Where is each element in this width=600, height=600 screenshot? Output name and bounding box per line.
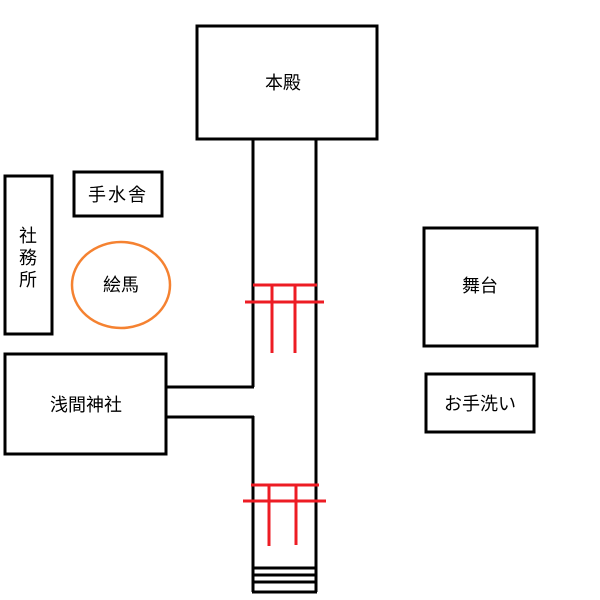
ema-label: 絵馬 (103, 275, 139, 296)
ema-circle (70, 240, 172, 330)
shamusho-label-2: 務 (19, 248, 37, 269)
shamusho-label-1: 社 (19, 226, 37, 247)
approach-path (166, 140, 318, 592)
butai-stage (422, 226, 539, 348)
honden-building (195, 24, 379, 141)
butai-label: 舞台 (462, 276, 498, 297)
torii-gate-lower (243, 483, 326, 546)
sengen-jinja-building (3, 352, 168, 456)
otearai-label: お手洗い (444, 394, 516, 415)
temizuya-label: 手水舎 (88, 185, 148, 206)
torii-gate-upper (245, 283, 324, 353)
shamusho-label-3: 所 (19, 270, 37, 291)
shamusho-building (3, 174, 54, 336)
sengen-jinja-label: 浅間神社 (50, 395, 122, 416)
temizuya-building (72, 170, 164, 218)
otearai-restroom (424, 372, 536, 434)
stairs (252, 566, 317, 594)
honden-label: 本殿 (265, 73, 301, 94)
